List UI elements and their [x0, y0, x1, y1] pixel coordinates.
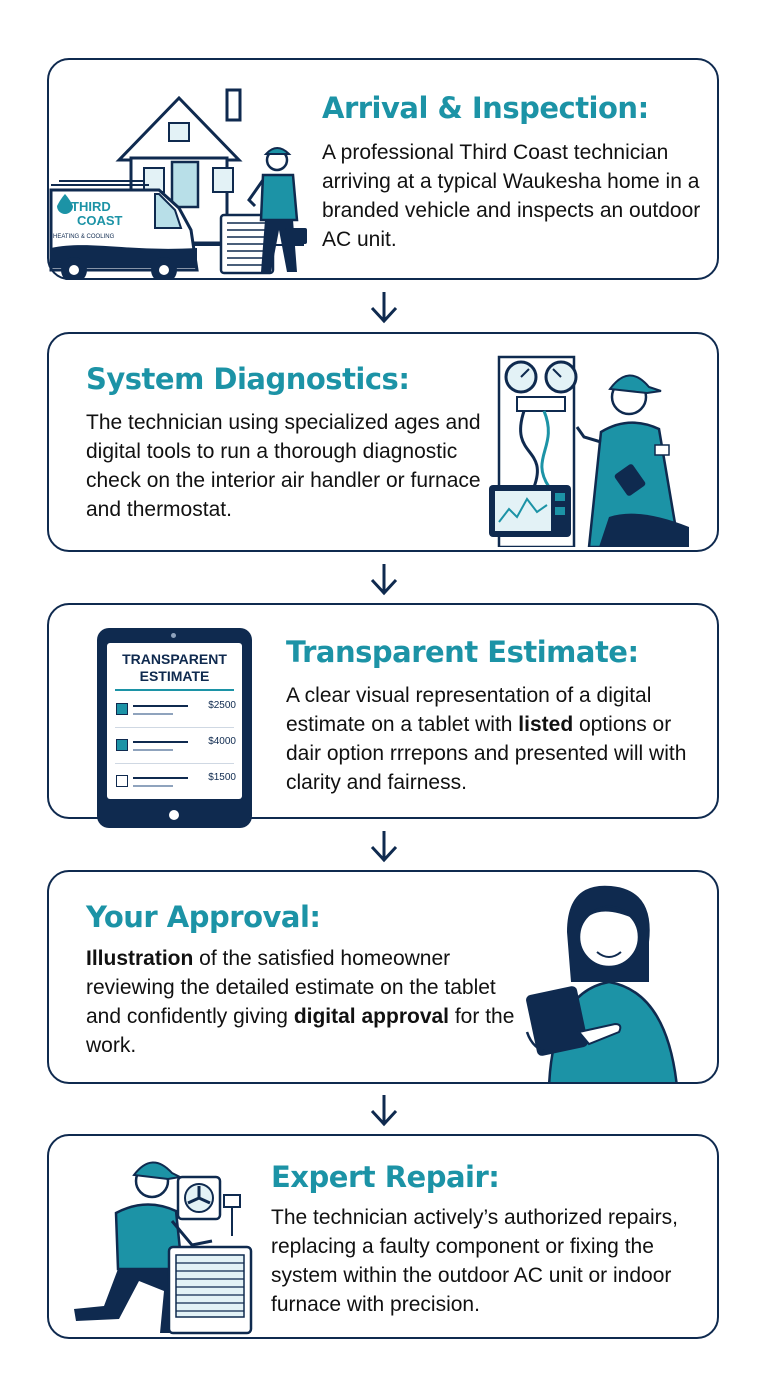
diagnostics-illustration	[489, 355, 689, 547]
down-arrow-icon	[370, 564, 398, 596]
estimate-divider	[115, 689, 234, 691]
estimate-line	[133, 741, 188, 743]
tablet-home-button	[169, 810, 179, 820]
step-description: A clear visual representation of a digit…	[286, 681, 706, 797]
step-title: Expert Repair:	[271, 1160, 500, 1194]
step-card-estimate: TRANSPARENT ESTIMATE $2500 $4000 $1500 T…	[47, 603, 719, 828]
tablet-camera	[171, 633, 176, 638]
estimate-heading-1: TRANSPARENT	[122, 651, 227, 667]
step-description: The technician using specialized ages an…	[86, 411, 481, 521]
estimate-checkbox	[116, 775, 128, 787]
desc-part: options or dair option rrrepons and pres…	[286, 713, 687, 794]
repair-illustration	[74, 1161, 253, 1335]
van-logo-line1: THIRD	[71, 199, 111, 214]
step-title: Transparent Estimate:	[286, 635, 639, 669]
desc-bold: listed	[518, 713, 574, 736]
step-description: The technician actively’s authorized rep…	[271, 1206, 678, 1316]
tablet-screen: TRANSPARENT ESTIMATE $2500 $4000 $1500	[107, 643, 242, 799]
step-title: Arrival & Inspection:	[322, 91, 649, 125]
technician-icon	[247, 147, 307, 272]
desc-part: of the satisfied homeowner reviewing the…	[86, 947, 496, 1028]
step-card-repair: Expert Repair: The technician actively’s…	[47, 1134, 719, 1339]
desc-bold: Illustration	[86, 947, 194, 970]
step-title: System Diagnostics:	[86, 362, 410, 396]
estimate-checkbox	[116, 703, 128, 715]
fan-icon	[176, 1175, 241, 1236]
estimate-line	[133, 777, 188, 779]
desc-bold: digital approval	[293, 1005, 450, 1028]
down-arrow-icon	[370, 292, 398, 324]
step-description: Illustration of the satisfied homeowner …	[86, 944, 516, 1060]
step-description: A professional Third Coast technician ar…	[322, 141, 701, 251]
van-logo-line2: COAST	[77, 213, 123, 228]
estimate-divider	[115, 727, 234, 728]
step-card-approval: Your Approval: Illustration of the satis…	[47, 870, 719, 1084]
ac-unit-icon	[167, 1245, 253, 1335]
estimate-checkbox	[116, 739, 128, 751]
desc-part: A clear visual representation of a digit…	[286, 684, 652, 736]
estimate-price: $4000	[208, 736, 236, 747]
down-arrow-icon	[370, 1095, 398, 1127]
estimate-line	[133, 785, 173, 787]
estimate-line	[133, 749, 173, 751]
step-card-diagnostics: System Diagnostics: The technician using…	[47, 332, 719, 552]
step-title: Your Approval:	[86, 900, 321, 934]
monitor-icon	[489, 485, 571, 537]
arrival-illustration: THIRD COAST HEATING & COOLING	[49, 88, 307, 280]
technician-icon	[575, 374, 689, 547]
estimate-price: $2500	[208, 700, 236, 711]
desc-part: for the work.	[86, 1005, 515, 1057]
estimate-line	[133, 713, 173, 715]
estimate-heading-2: ESTIMATE	[139, 668, 210, 684]
van-tagline: HEATING & COOLING	[53, 234, 115, 240]
estimate-price: $1500	[208, 772, 236, 783]
van-icon: THIRD COAST HEATING & COOLING	[49, 180, 199, 280]
estimate-divider	[115, 763, 234, 764]
step-card-arrival: THIRD COAST HEATING & COOLING Arrival & …	[47, 58, 719, 280]
tablet-icon: TRANSPARENT ESTIMATE $2500 $4000 $1500	[97, 628, 252, 828]
down-arrow-icon	[370, 831, 398, 863]
estimate-line	[133, 705, 188, 707]
technician-icon	[74, 1161, 213, 1333]
homeowner-icon	[525, 885, 678, 1082]
